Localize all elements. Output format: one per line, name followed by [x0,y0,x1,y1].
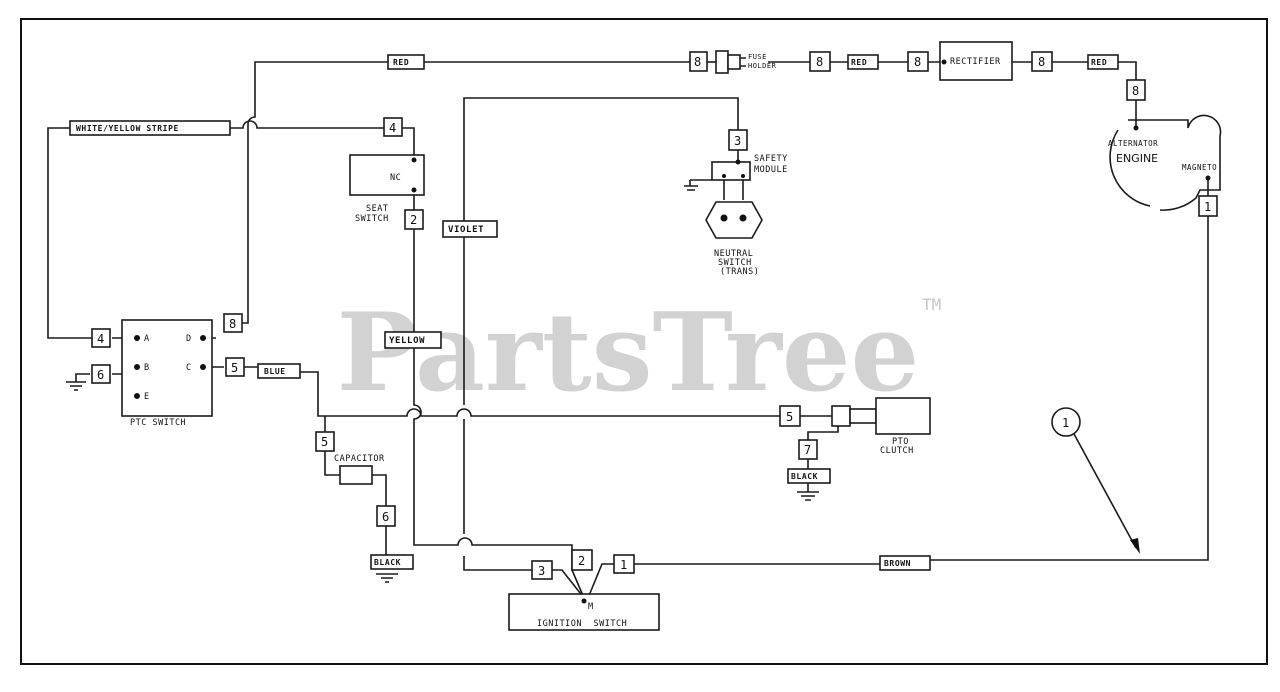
seat-switch-nc: NC [390,173,401,183]
wire-white-yellow [47,120,384,339]
callout-arrow [1130,538,1140,554]
num-safety-3: 3 [734,134,741,148]
tag-red-top: RED [393,58,409,67]
wire-ptc-terminals [112,337,224,375]
rectifier: RECTIFIER [939,41,1013,81]
tag-violet: VIOLET [448,225,484,235]
neutral-switch: NEUTRAL SWITCH (TRANS) [705,201,763,277]
capacitor: CAPACITOR [334,454,385,485]
engine-label: ENGINE [1116,152,1158,165]
num-fuse-8a: 8 [694,55,701,69]
num-seat-2: 2 [410,213,417,227]
pto-clutch: PTO CLUTCH [831,397,931,456]
pto-clutch-label-2: CLUTCH [880,446,914,456]
fuse-holder: FUSE HOLDER [715,50,777,74]
num-magneto-1: 1 [1204,200,1211,214]
num-rect-8a: 8 [914,55,921,69]
tag-brown: BROWN [884,559,911,568]
safety-module: SAFETY MODULE [711,154,788,181]
capacitor-label: CAPACITOR [334,454,385,464]
tag-white-yellow: WHITE/YELLOW STRIPE [76,124,179,133]
wire-yellow [413,195,585,599]
wire-blue-clutch [244,366,832,417]
neutral-switch-label-3: (TRANS) [720,267,759,277]
num-engine-8: 8 [1132,84,1139,98]
safety-module-label-1: SAFETY [754,154,788,164]
wire-violet-top [463,97,739,405]
num-ptc-4: 4 [97,332,104,346]
tag-black-capacitor: BLACK [374,558,401,567]
num-fuse-8b: 8 [816,55,823,69]
num-ptc-5: 5 [231,361,238,375]
engine: ALTERNATOR ENGINE MAGNETO [1108,114,1222,211]
callout-label: 1 [1062,416,1069,430]
wire-safety-neutral [723,178,744,200]
safety-module-label-2: MODULE [754,165,788,175]
ptc-terminal-a: A [144,334,150,344]
ptc-switch-label: PTC SWITCH [130,418,186,428]
pto-clutch-label-1: PTO [892,437,909,447]
safety-ground-symbol [684,185,698,191]
wire-ptc-ground [75,373,90,382]
ignition-terminal-m: M [588,602,594,612]
rectifier-label: RECTIFIER [950,57,1001,67]
callout-leader [1073,433,1137,549]
engine-alternator-label: ALTERNATOR [1108,139,1158,148]
watermark-tm: TM [922,295,941,314]
ptc-terminal-d: D [186,334,192,344]
wire-brown [587,180,1209,599]
ptc-terminal-b: B [144,363,150,373]
num-rect-8b: 8 [1038,55,1045,69]
num-ign-2: 2 [578,554,585,568]
tag-red-engine: RED [1091,58,1107,67]
tag-blue: BLUE [264,367,286,376]
capacitor-ground-symbol [376,573,398,583]
num-ign-3: 3 [538,564,545,578]
engine-magneto-label: MAGNETO [1182,163,1217,172]
ptc-switch: A B E D C PTC SWITCH [121,319,213,428]
wire-capacitor [324,416,387,555]
diagram-border [20,18,1268,665]
ptc-terminal-c: C [186,363,192,373]
watermark: PartsTree [337,290,920,416]
wire-violet-ign [463,419,585,599]
wires [47,61,1209,599]
wire-number-boxes: 4 6 8 5 4 2 8 8 8 8 8 3 1 5 6 5 7 [91,51,1218,580]
num-clutch-7: 7 [804,443,811,457]
engine-outline [1109,114,1222,211]
callout-1: 1 [1051,407,1081,437]
num-ptc-6: 6 [97,368,104,382]
seat-switch-label-1: SEAT [366,204,388,214]
num-ptc-8: 8 [229,317,236,331]
wire-rectifier-engine [1012,61,1137,80]
fuse-holder-label-2: HOLDER [748,62,777,70]
ignition-switch-label: IGNITION SWITCH [537,619,627,629]
ptc-terminal-e: E [144,392,150,402]
neutral-switch-label-2: SWITCH [718,258,752,268]
num-cap-5: 5 [321,435,328,449]
num-clutch-5: 5 [786,410,793,424]
fuse-holder-label-1: FUSE [748,53,767,61]
ignition-switch: M IGNITION SWITCH [508,593,660,631]
neutral-switch-label-1: NEUTRAL [714,249,753,259]
num-seat-4: 4 [389,121,396,135]
ptc-ground-symbol [66,381,86,391]
wire-color-tags: RED RED RED WHITE/YELLOW STRIPE VIOLET Y… [69,54,1119,571]
tag-black-clutch: BLACK [791,472,818,481]
tag-red-fuse: RED [851,58,867,67]
wire-red-top [232,61,690,324]
num-cap-6: 6 [382,510,389,524]
wire-seat-4 [402,127,415,160]
clutch-ground-symbol [797,491,819,501]
seat-switch-label-2: SWITCH [355,214,389,224]
num-ign-1: 1 [620,558,627,572]
seat-switch: NC SEAT SWITCH [349,154,425,224]
wire-safety-ground [689,179,712,186]
tag-yellow: YELLOW [389,336,425,346]
